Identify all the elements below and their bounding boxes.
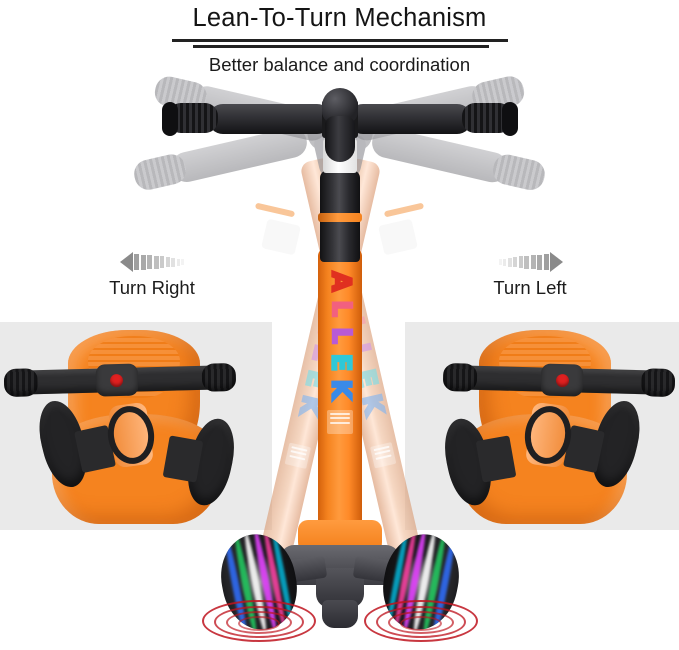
title-divider — [0, 39, 679, 53]
motion-dash — [160, 256, 165, 268]
motion-dash — [543, 254, 549, 270]
divider-line-bottom — [193, 45, 489, 48]
page-title: Lean-To-Turn Mechanism — [192, 4, 487, 32]
swirl-ring — [376, 606, 466, 638]
brand-letter-l2: L — [324, 326, 356, 345]
motion-dash — [134, 254, 140, 270]
motion-dash — [503, 258, 507, 266]
motion-dash — [181, 259, 185, 265]
motion-dash — [171, 257, 176, 267]
grip-cap-left — [162, 102, 178, 136]
lean-right-panel — [0, 322, 272, 530]
brand-letter-e: E — [324, 352, 356, 372]
turn-right-label: Turn Right — [109, 277, 195, 298]
motion-dash — [176, 258, 180, 266]
divider-line-top — [172, 39, 508, 42]
motion-dash — [513, 257, 518, 267]
swirl-ring — [238, 616, 280, 631]
arrow-head-left — [119, 252, 133, 272]
stem-body — [318, 248, 362, 548]
motion-dash — [140, 254, 146, 270]
motion-dash — [518, 256, 523, 268]
lean-left-panel — [405, 322, 679, 530]
arrow-head-right — [549, 252, 563, 272]
swirl-ring — [400, 616, 442, 631]
stem-sticker — [327, 410, 353, 434]
swirl-ring — [388, 611, 454, 634]
lean-right-illustration — [0, 322, 272, 530]
page-subtitle: Better balance and coordination — [208, 54, 471, 75]
motion-dash — [147, 255, 153, 269]
bar-tube-right — [348, 104, 472, 134]
axle-cap — [322, 600, 358, 628]
motion-dash — [524, 255, 530, 269]
motion-swirl-right — [358, 596, 484, 646]
turn-right-group: Turn Right — [62, 252, 242, 299]
swirl-ring — [226, 611, 292, 634]
turn-left-group: Turn Left — [440, 252, 620, 299]
steering-yoke — [325, 116, 355, 162]
accent-ring — [318, 213, 362, 222]
turn-left-label: Turn Left — [493, 277, 567, 298]
motion-dash — [498, 259, 502, 265]
swirl-ring — [364, 600, 478, 642]
motion-swirl-left — [196, 596, 322, 646]
motion-dash — [165, 257, 170, 267]
arrow-left-motion-icon — [62, 252, 242, 272]
motion-dash — [507, 257, 512, 267]
arrow-right-motion-icon — [440, 252, 620, 272]
motion-dash — [153, 255, 159, 269]
motion-dash — [530, 255, 536, 269]
swirl-ring — [202, 600, 316, 642]
grip-cap-right — [502, 102, 518, 136]
handlebar — [0, 0, 679, 300]
motion-dash — [537, 254, 543, 270]
bar-tube-left — [208, 104, 332, 134]
brand-letter-l1: L — [324, 299, 356, 318]
swirl-ring — [214, 606, 304, 638]
brand-letter-k: K — [324, 378, 356, 401]
header: Lean-To-Turn Mechanism Better balance an… — [0, 0, 679, 76]
